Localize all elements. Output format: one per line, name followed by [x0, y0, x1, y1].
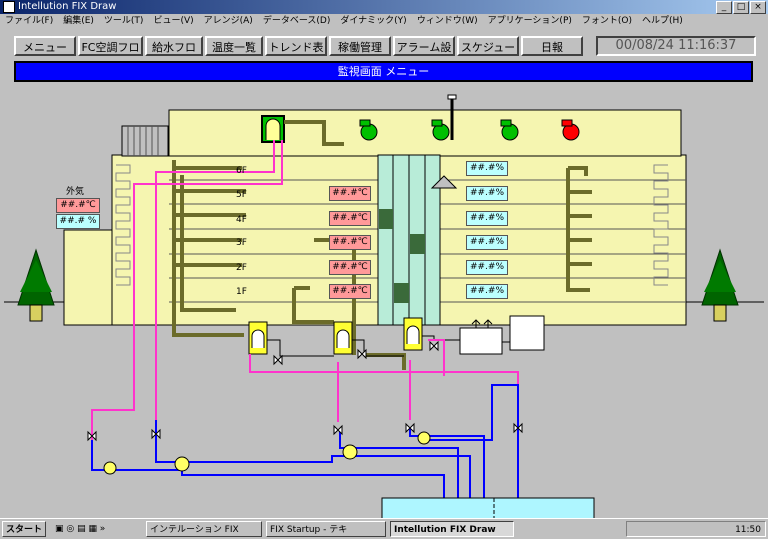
fan-icon[interactable] — [500, 119, 519, 141]
nav-alarm-button[interactable]: アラーム設定 — [393, 36, 455, 74]
floor-temp: ##.#℃ — [329, 284, 371, 299]
valve-icon[interactable] — [333, 424, 343, 436]
nav-operation-button[interactable]: 稼働管理 — [329, 36, 391, 56]
nav-trend-button[interactable]: トレンド表示 — [265, 36, 327, 74]
floor-label: 3F — [236, 238, 247, 248]
valve-icon[interactable] — [405, 422, 415, 434]
plant-diagram — [4, 94, 764, 518]
fan-icon[interactable] — [431, 119, 450, 141]
minimize-button[interactable]: _ — [716, 1, 732, 14]
ahu-unit-icon[interactable] — [333, 321, 353, 355]
outdoor-humidity: ##.# % — [56, 214, 100, 229]
ahu-unit-icon[interactable] — [248, 321, 268, 355]
floor-temp: ##.#℃ — [329, 211, 371, 226]
floor-humidity: ##.#% — [466, 211, 508, 226]
valve-icon[interactable] — [151, 428, 161, 440]
water-tank — [381, 497, 595, 518]
taskbar: スタート ▣ ◎ ▤ ▦ » インテルーション FIX FIX Startup … — [0, 518, 768, 539]
task-fix-draw[interactable]: Intellution FIX Draw — [390, 521, 514, 537]
valve-icon[interactable] — [429, 340, 439, 352]
heat-exchanger — [459, 327, 503, 355]
nav-schedule-button[interactable]: スケジュール — [457, 36, 519, 74]
pump-icon[interactable] — [342, 444, 358, 460]
building-penthouse — [168, 109, 682, 157]
menu-file[interactable]: ファイル(F) — [5, 16, 54, 26]
quick-launch[interactable]: ▣ ◎ ▤ ▦ » — [55, 524, 106, 534]
floor-label: 4F — [236, 215, 247, 225]
floor-humidity: ##.#% — [466, 235, 508, 250]
menu-view[interactable]: ビュー(V) — [153, 16, 194, 26]
ahu-unit-icon[interactable] — [403, 317, 423, 351]
tray-time: 11:50 — [735, 525, 761, 535]
nav-temp-list-button[interactable]: 温度一覧 — [205, 36, 263, 56]
building-annex — [63, 229, 113, 326]
menu-font[interactable]: フォント(O) — [581, 16, 632, 26]
window-title: Intellution FIX Draw — [18, 1, 117, 12]
screen-title-banner: 監視画面 メニュー — [14, 61, 753, 82]
roof-unit — [430, 175, 458, 189]
menu-tools[interactable]: ツール(T) — [103, 16, 144, 26]
tree-icon — [701, 248, 739, 322]
nav-fc-aircon-button[interactable]: FC空調フロー — [78, 36, 143, 74]
pump-icon[interactable] — [103, 461, 117, 475]
app-icon — [3, 1, 15, 13]
valve-icon[interactable] — [513, 422, 523, 434]
valve-icon[interactable] — [273, 354, 283, 366]
floor-temp: ##.#℃ — [329, 260, 371, 275]
floor-label: 5F — [236, 190, 247, 200]
chiller-unit — [509, 315, 545, 351]
pump-icon[interactable] — [174, 456, 190, 472]
menu-arrange[interactable]: アレンジ(A) — [203, 16, 253, 26]
valve-icon[interactable] — [87, 430, 97, 442]
menu-help[interactable]: ヘルプ(H) — [642, 16, 683, 26]
tree-icon — [17, 248, 55, 322]
floor-temp: ##.#℃ — [329, 235, 371, 250]
outdoor-label: 外気 — [66, 187, 85, 197]
maximize-button[interactable]: □ — [733, 1, 749, 14]
start-button[interactable]: スタート — [2, 521, 46, 537]
outdoor-temp: ##.#℃ — [56, 198, 100, 213]
system-tray: 11:50 — [626, 521, 766, 537]
floor-humidity: ##.#% — [466, 284, 508, 299]
menu-dynamic[interactable]: ダイナミック(Y) — [340, 16, 407, 26]
cooling-tower — [121, 125, 169, 157]
pump-icon[interactable] — [417, 431, 431, 445]
floor-humidity: ##.#% — [466, 260, 508, 275]
menu-application[interactable]: アプリケーション(P) — [487, 16, 572, 26]
floor-label: 1F — [236, 287, 247, 297]
fan-icon[interactable] — [359, 119, 378, 141]
drawing-canvas: メニュー FC空調フロー 給水フロー 温度一覧 トレンド表示 稼働管理 アラーム… — [4, 30, 764, 518]
clock-display: 00/08/24 11:16:37 — [596, 36, 756, 56]
menu-bar: ファイル(F) 編集(E) ツール(T) ビュー(V) アレンジ(A) データベ… — [0, 14, 768, 29]
fan-alarm-icon[interactable] — [561, 119, 580, 141]
nav-daily-report-button[interactable]: 日報 — [521, 36, 583, 56]
floor-humidity: ##.#% — [466, 161, 508, 176]
title-bar: Intellution FIX Draw _ □ × — [0, 0, 768, 14]
floor-label: 2F — [236, 263, 247, 273]
valve-icon[interactable] — [357, 348, 367, 360]
menu-edit[interactable]: 編集(E) — [63, 16, 94, 26]
task-fix[interactable]: インテルーション FIX — [146, 521, 262, 537]
menu-window[interactable]: ウィンドウ(W) — [416, 16, 478, 26]
floor-label: 6F — [236, 166, 247, 176]
menu-database[interactable]: データベース(D) — [262, 16, 331, 26]
floor-humidity: ##.#% — [466, 186, 508, 201]
floor-temp: ##.#℃ — [329, 186, 371, 201]
roof-ahu-icon[interactable] — [261, 115, 285, 143]
close-button[interactable]: × — [750, 1, 766, 14]
nav-water-supply-button[interactable]: 給水フロー — [145, 36, 203, 74]
nav-menu-button[interactable]: メニュー — [14, 36, 76, 56]
task-startup[interactable]: FIX Startup - テキ — [266, 521, 386, 537]
